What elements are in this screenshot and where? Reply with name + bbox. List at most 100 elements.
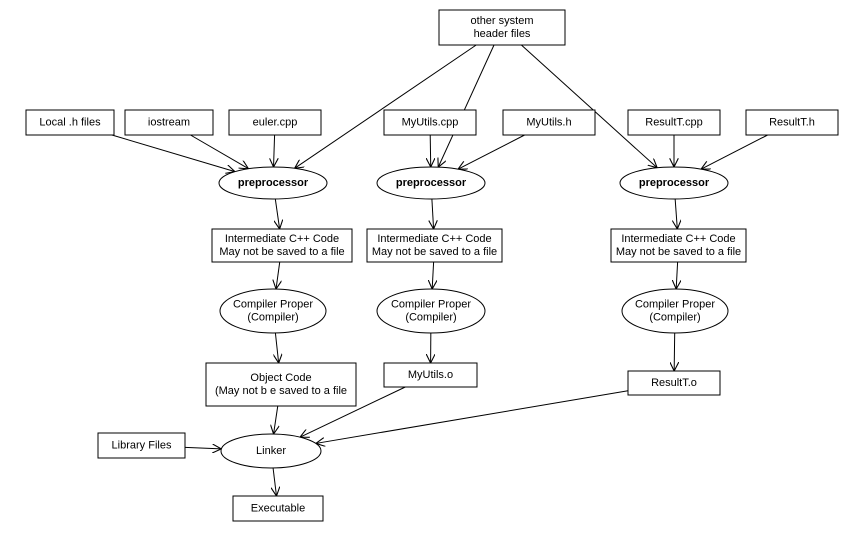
node-shape — [366, 228, 503, 263]
node-label: MyUtils.cpp — [402, 117, 459, 129]
node-shape — [228, 109, 322, 136]
node-shape — [619, 166, 729, 200]
node-label: Compiler Proper — [635, 299, 715, 311]
node-label: preprocessor — [396, 177, 467, 189]
node-shape — [97, 432, 186, 459]
edge-libs-to-linker — [184, 447, 221, 449]
node-shape — [205, 362, 357, 407]
edge-myutils_cpp-to-pre2 — [430, 134, 431, 167]
node-obj1: Object Code(May not b e saved to a file — [205, 362, 357, 407]
node-label: (Compiler) — [405, 312, 456, 324]
node-label: preprocessor — [639, 177, 710, 189]
node-shape — [218, 166, 328, 200]
edge-obj3-to-linker — [316, 390, 629, 444]
node-pre2: preprocessor — [376, 166, 486, 200]
edge-inter2-to-comp2 — [432, 261, 433, 289]
node-obj3: ResultT.o — [627, 370, 721, 396]
node-label: Object Code — [250, 372, 311, 384]
node-comp3: Compiler Proper(Compiler) — [621, 288, 729, 334]
node-label: Executable — [251, 503, 305, 515]
node-shape — [745, 109, 839, 136]
node-label: preprocessor — [238, 177, 309, 189]
node-shape — [211, 228, 353, 263]
node-label: Intermediate C++ Code — [621, 233, 735, 245]
node-label: (Compiler) — [649, 312, 700, 324]
node-local-h: Local .h files — [25, 109, 115, 136]
node-myutils-h: MyUtils.h — [502, 109, 596, 136]
node-label: May not be saved to a file — [372, 246, 497, 258]
node-label: ResultT.h — [769, 117, 815, 129]
node-pre1: preprocessor — [218, 166, 328, 200]
edge-pre1-to-inter1 — [275, 198, 279, 229]
node-comp1: Compiler Proper(Compiler) — [219, 288, 327, 334]
node-shape — [232, 495, 324, 522]
edge-other_headers-to-pre2 — [438, 44, 495, 167]
node-label: header files — [474, 28, 531, 40]
node-label: Linker — [256, 445, 286, 457]
edge-resultt_h-to-pre3 — [701, 134, 768, 169]
node-shape — [219, 288, 327, 334]
node-shape — [376, 288, 486, 334]
node-label: (May not b e saved to a file — [215, 385, 347, 397]
node-pre3: preprocessor — [619, 166, 729, 200]
node-myutils-cpp: MyUtils.cpp — [383, 109, 477, 136]
node-shape — [220, 433, 322, 469]
node-label: (Compiler) — [247, 312, 298, 324]
edge-myutils_h-to-pre2 — [458, 134, 525, 169]
node-label: MyUtils.o — [408, 369, 453, 381]
edge-euler_cpp-to-pre1 — [274, 134, 275, 167]
edge-local_h-to-pre1 — [111, 134, 235, 172]
node-label: Compiler Proper — [233, 299, 313, 311]
node-label: ResultT.o — [651, 377, 697, 389]
node-shape — [627, 109, 721, 136]
edge-comp3-to-obj3 — [674, 332, 675, 371]
node-shape — [610, 228, 747, 263]
edge-linker-to-exe — [273, 467, 276, 496]
edge-obj2-to-linker — [300, 386, 406, 437]
node-resultt-h: ResultT.h — [745, 109, 839, 136]
edge-comp1-to-obj1 — [275, 332, 278, 363]
node-label: Compiler Proper — [391, 299, 471, 311]
node-label: euler.cpp — [253, 117, 298, 129]
node-label: May not be saved to a file — [616, 246, 741, 258]
node-shape — [376, 166, 486, 200]
node-exe: Executable — [232, 495, 324, 522]
edge-iostream-to-pre1 — [190, 134, 248, 169]
node-linker: Linker — [220, 433, 322, 469]
edges-layer — [111, 44, 768, 496]
node-euler-cpp: euler.cpp — [228, 109, 322, 136]
edge-inter3-to-comp3 — [676, 261, 677, 289]
node-obj2: MyUtils.o — [383, 362, 478, 388]
node-shape — [621, 288, 729, 334]
edge-obj1-to-linker — [274, 405, 278, 434]
node-label: May not be saved to a file — [219, 246, 344, 258]
node-shape — [502, 109, 596, 136]
node-label: ResultT.cpp — [645, 117, 702, 129]
node-shape — [438, 9, 566, 46]
node-label: Local .h files — [39, 117, 101, 129]
node-resultt-cpp: ResultT.cpp — [627, 109, 721, 136]
edge-pre2-to-inter2 — [432, 198, 434, 229]
edge-pre3-to-inter3 — [675, 198, 677, 229]
node-shape — [124, 109, 214, 136]
edge-inter1-to-comp1 — [276, 261, 280, 289]
edge-other_headers-to-pre1 — [295, 44, 477, 168]
node-shape — [25, 109, 115, 136]
node-label: other system — [471, 15, 534, 27]
node-label: Library Files — [112, 440, 172, 452]
node-iostream: iostream — [124, 109, 214, 136]
node-comp2: Compiler Proper(Compiler) — [376, 288, 486, 334]
edge-other_headers-to-pre3 — [521, 44, 657, 168]
node-label: Intermediate C++ Code — [225, 233, 339, 245]
node-shape — [383, 362, 478, 388]
node-shape — [627, 370, 721, 396]
node-shape — [383, 109, 477, 136]
node-label: iostream — [148, 117, 190, 129]
node-libs: Library Files — [97, 432, 186, 459]
